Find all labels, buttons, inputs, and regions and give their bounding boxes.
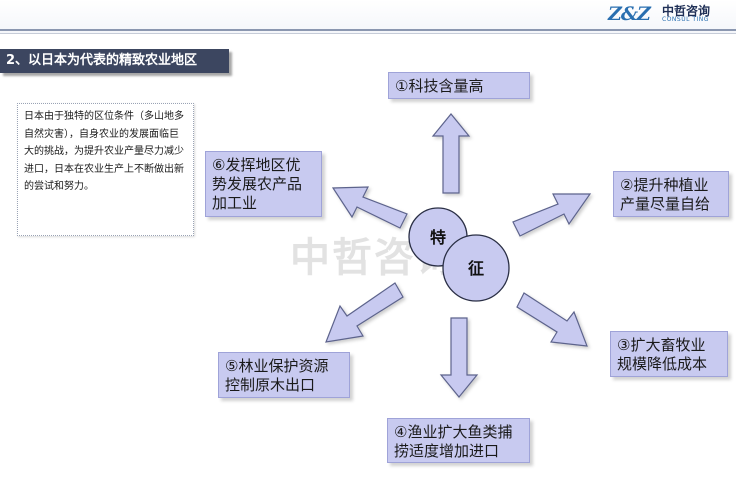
feature-text-line: ①科技含量高 xyxy=(395,77,484,95)
header-divider-thin xyxy=(0,33,736,34)
feature-box-livestock: ③扩大畜牧业 规模降低成本 xyxy=(610,331,728,377)
logo-english-name: CONSUL TING xyxy=(662,16,709,23)
feature-box-planting: ②提升种植业 产量尽量自给 xyxy=(613,171,729,217)
feature-box-technology: ①科技含量高 xyxy=(388,72,530,99)
section-title: 2、以日本为代表的精致农业地区 xyxy=(0,49,229,73)
feature-text-line: ③扩大畜牧业 xyxy=(617,336,706,354)
feature-text-line: 规模降低成本 xyxy=(617,355,708,373)
feature-box-fishery: ④渔业扩大鱼类捕 捞适度增加进口 xyxy=(387,418,530,463)
arrow-down xyxy=(439,317,479,398)
header-bar xyxy=(0,0,736,34)
description-box: 日本由于独特的区位条件（多山地多自然灾害），自身农业的发展面临巨大的挑战，为提升… xyxy=(17,103,194,236)
center-label-zheng: 征 xyxy=(468,259,484,278)
arrow-up xyxy=(431,113,471,194)
feature-text-line: ⑤林业保护资源 xyxy=(225,357,329,375)
feature-text-line: 势发展农产品 xyxy=(212,175,303,193)
arrow-lower-right xyxy=(516,292,588,347)
header-divider xyxy=(0,29,736,31)
feature-text-line: 控制原木出口 xyxy=(225,376,316,394)
arrow-upper-right xyxy=(512,193,592,237)
arrow-upper-left xyxy=(331,186,408,229)
logo-chinese-name: 中哲咨询 xyxy=(662,4,711,18)
center-label-te: 特 xyxy=(430,228,446,247)
feature-box-forestry: ⑤林业保护资源 控制原木出口 xyxy=(218,352,350,398)
feature-text-line: ②提升种植业 xyxy=(620,176,709,194)
feature-text-line: ④渔业扩大鱼类捕 xyxy=(394,423,513,441)
feature-box-processing: ⑥发挥地区优 势发展农产品 加工业 xyxy=(205,151,322,217)
feature-text-line: 捞适度增加进口 xyxy=(394,442,500,460)
feature-text-line: 加工业 xyxy=(212,194,258,212)
feature-text-line: ⑥发挥地区优 xyxy=(212,156,301,174)
arrow-lower-left xyxy=(325,282,404,343)
center-circle-bottom xyxy=(442,234,510,302)
feature-text-line: 产量尽量自给 xyxy=(620,195,711,213)
logo-mark: Z&Z xyxy=(608,3,651,25)
